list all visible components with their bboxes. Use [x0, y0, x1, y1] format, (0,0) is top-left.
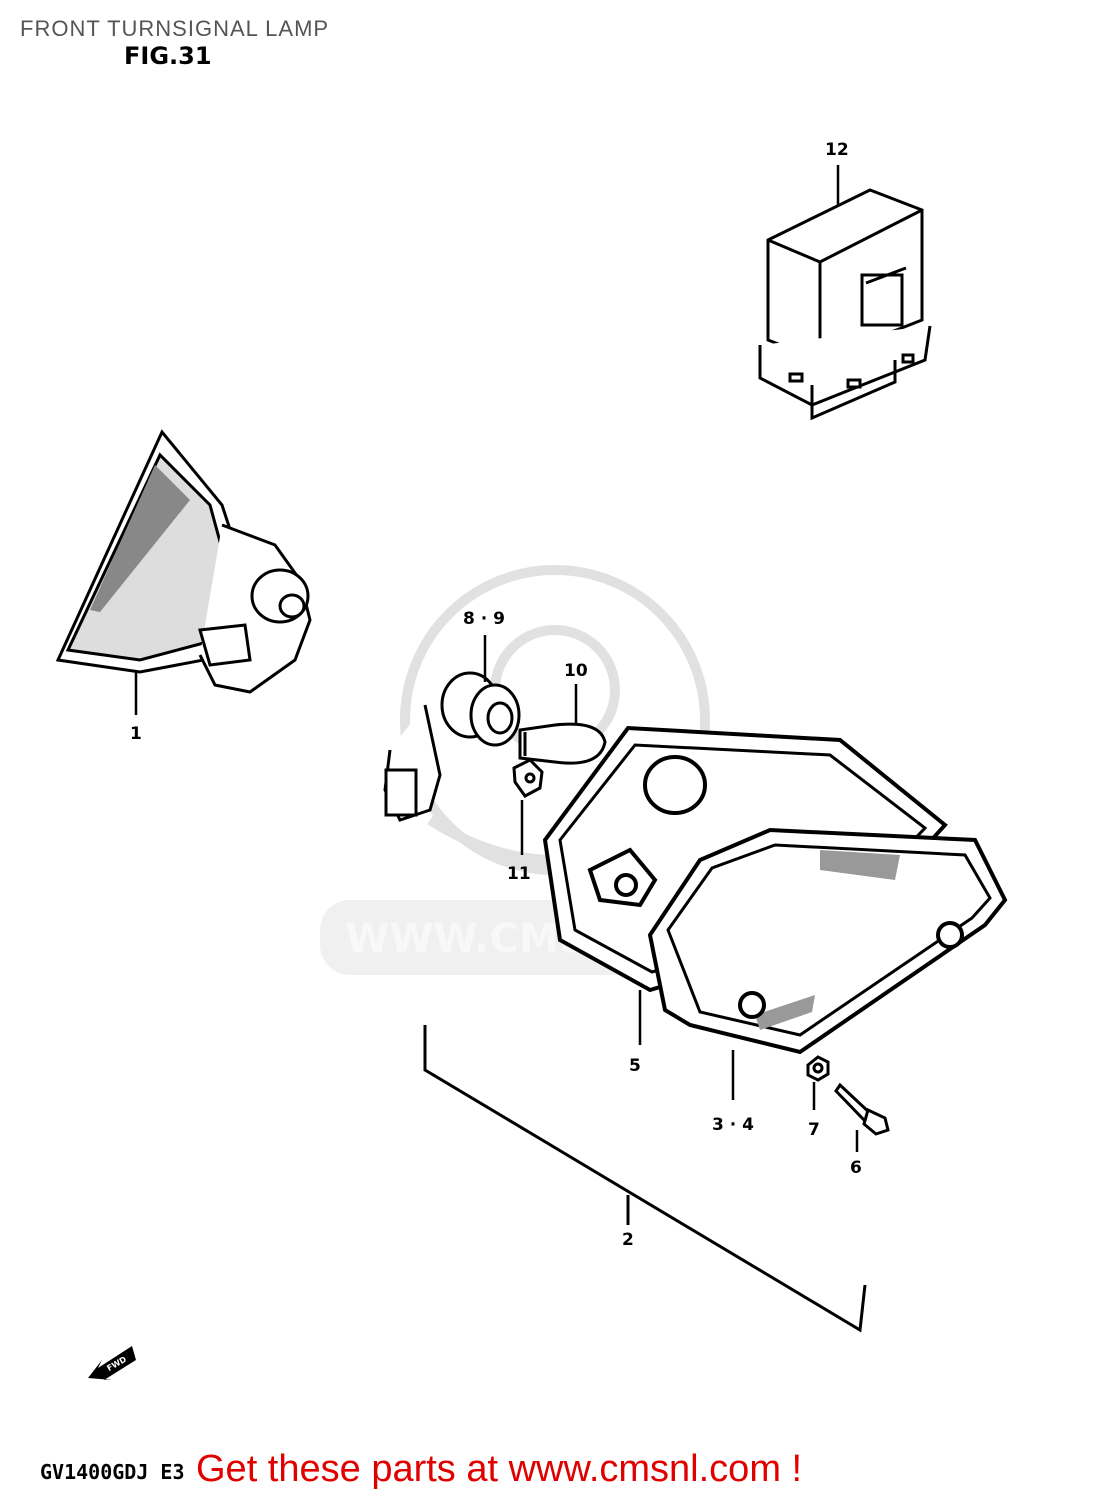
figure-number: FIG.31 [124, 42, 212, 70]
callout-7: 7 [808, 1120, 820, 1140]
part-11-clip [512, 758, 544, 798]
callout-5: 5 [629, 1056, 641, 1076]
callout-6: 6 [850, 1158, 862, 1178]
callout-8-9: 8 · 9 [463, 609, 505, 629]
part-6-screw [834, 1082, 890, 1136]
part-10-bulb [518, 722, 607, 765]
callout-2: 2 [622, 1230, 634, 1250]
callout-11: 11 [507, 864, 531, 884]
shop-link-text[interactable]: Get these parts at www.cmsnl.com ! [196, 1448, 803, 1490]
part-8-9-bulb-socket [383, 671, 521, 822]
part-7-nut [806, 1055, 830, 1082]
callout-12: 12 [825, 140, 849, 160]
part-3-4-lens [647, 827, 1008, 1055]
model-code: GV1400GDJ E3 [40, 1460, 185, 1484]
callout-3-4: 3 · 4 [712, 1115, 754, 1135]
callout-10: 10 [564, 661, 588, 681]
part-12-relay-unit [758, 188, 932, 421]
assembly-bracket-2 [423, 1025, 867, 1333]
page-title: FRONT TURNSIGNAL LAMP [20, 16, 330, 41]
callout-1: 1 [130, 724, 142, 744]
fwd-arrow-icon: FWD [88, 1346, 136, 1380]
part-1-lamp-housing [55, 429, 312, 694]
